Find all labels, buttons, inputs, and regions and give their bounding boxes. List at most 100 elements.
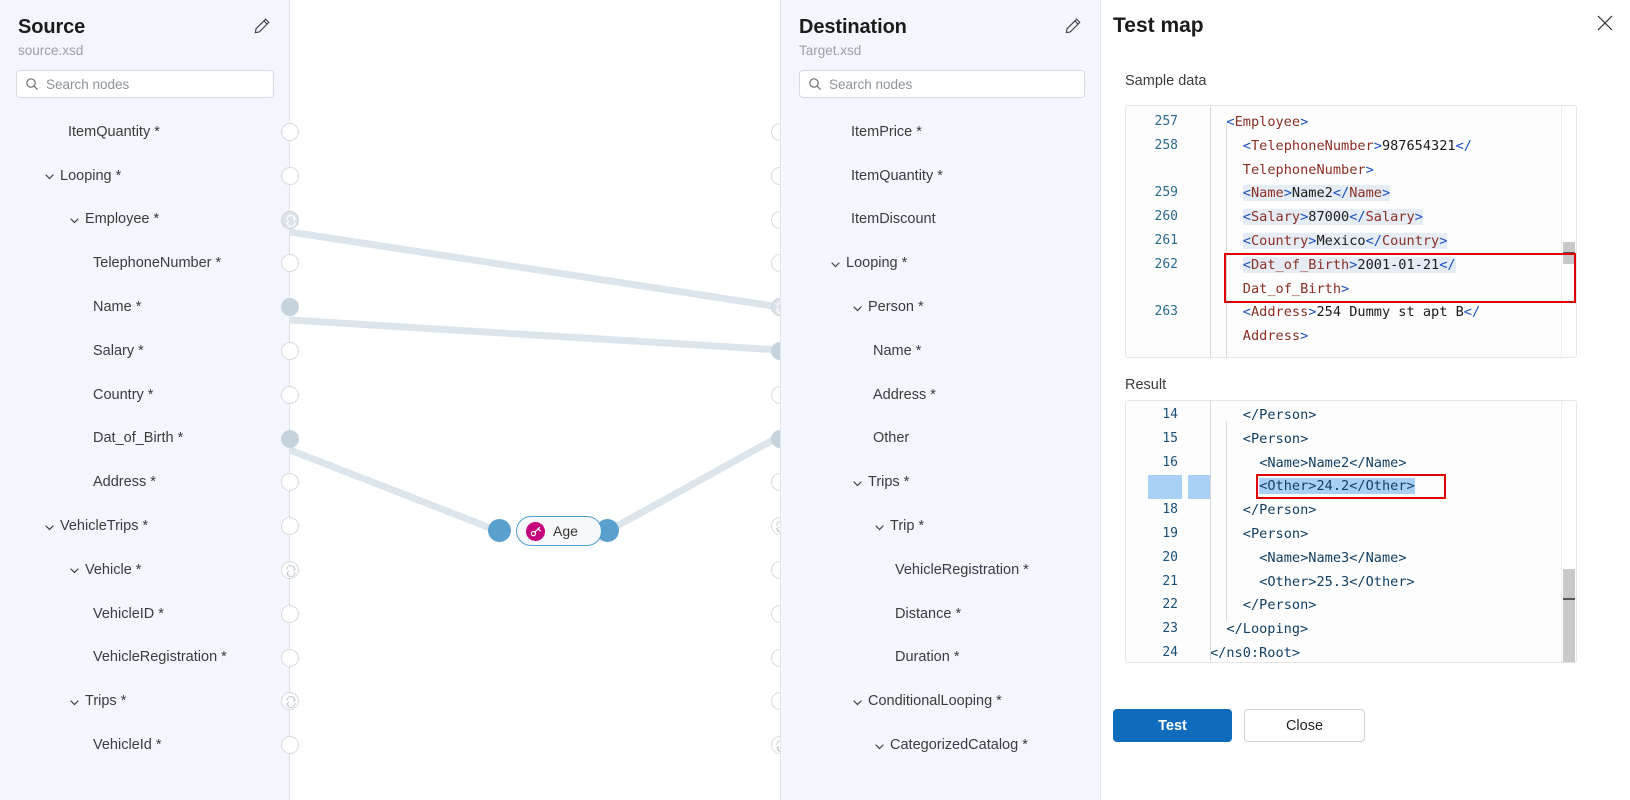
tree-node-row[interactable]: Person * (781, 285, 1101, 329)
tree-node-label: Name * (873, 342, 922, 359)
source-search-input[interactable]: Search nodes (16, 70, 274, 98)
tree-node-row[interactable]: Duration * (781, 636, 1101, 680)
tree-node-row[interactable]: ItemQuantity * (0, 110, 290, 154)
result-scrollbar-thumb[interactable] (1563, 569, 1575, 662)
chevron-down-icon[interactable] (829, 258, 842, 271)
tree-node-row[interactable]: VehicleId * (0, 723, 290, 767)
code-line: <Employee> (1226, 114, 1309, 130)
tree-node-row[interactable]: Country * (0, 373, 290, 417)
tree-node-row[interactable]: Other (781, 417, 1101, 461)
tree-node-row[interactable]: VehicleTrips * (0, 504, 290, 548)
destination-schema-panel: Destination Target.xsd Search nodes Item… (780, 0, 1101, 800)
tree-node-row[interactable]: Looping * (781, 241, 1101, 285)
chevron-down-icon[interactable] (68, 564, 81, 577)
tree-node-label: Duration * (895, 649, 960, 666)
tree-node-row[interactable]: Address * (781, 373, 1101, 417)
connector-handle[interactable] (281, 648, 299, 667)
tree-node-row[interactable]: Vehicle * (0, 548, 290, 592)
tree-node-row[interactable]: Trip * (781, 504, 1101, 548)
sample-data-label: Sample data (1125, 73, 1207, 89)
sample-scrollbar-thumb[interactable] (1563, 242, 1575, 264)
tree-node-row[interactable]: ItemQuantity * (781, 154, 1101, 198)
connector-handle[interactable] (281, 736, 299, 755)
line-number: 260 (1154, 209, 1178, 225)
function-node-age[interactable]: Age (516, 516, 602, 546)
tree-node-label: VehicleRegistration * (93, 649, 227, 666)
tree-node-row[interactable]: CategorizedCatalog * (781, 723, 1101, 767)
test-button[interactable]: Test (1113, 709, 1232, 742)
destination-search-input[interactable]: Search nodes (799, 70, 1085, 98)
pencil-icon[interactable] (1063, 16, 1083, 36)
chevron-down-icon[interactable] (43, 521, 56, 534)
tree-node-row[interactable]: VehicleRegistration * (781, 548, 1101, 592)
close-icon[interactable] (1594, 12, 1616, 34)
chevron-down-icon[interactable] (68, 696, 81, 709)
tree-node-row[interactable]: Name * (781, 329, 1101, 373)
tree-node-row[interactable]: Employee * (0, 198, 290, 242)
connector-handle[interactable] (281, 517, 299, 536)
chevron-down-icon[interactable] (851, 477, 864, 490)
connector-handle[interactable] (281, 210, 299, 229)
tree-node-row[interactable]: Name * (0, 285, 290, 329)
connector-handle[interactable] (281, 429, 299, 448)
sample-scrollbar[interactable] (1561, 106, 1576, 357)
chevron-down-icon[interactable] (873, 521, 886, 534)
chevron-down-icon[interactable] (851, 302, 864, 315)
chevron-down-icon[interactable] (43, 170, 56, 183)
tree-node-label: Trips * (868, 474, 910, 491)
source-schema-panel: Source source.xsd Search nodes ItemQuant… (0, 0, 290, 800)
connector-handle[interactable] (281, 473, 299, 492)
pencil-icon[interactable] (252, 16, 272, 36)
tree-node-row[interactable]: Address * (0, 460, 290, 504)
tree-node-row[interactable]: Dat_of_Birth * (0, 417, 290, 461)
source-file-name: source.xsd (18, 43, 84, 58)
tree-node-label: ItemQuantity * (851, 167, 943, 184)
tree-node-row[interactable]: ItemDiscount (781, 198, 1101, 242)
connector-handle[interactable] (281, 254, 299, 273)
mapping-canvas[interactable] (290, 0, 780, 800)
connector-handle[interactable] (281, 166, 299, 185)
tree-node-row[interactable]: ConditionalLooping * (781, 679, 1101, 723)
tree-node-row[interactable]: TelephoneNumber * (0, 241, 290, 285)
tree-node-label: VehicleID * (93, 605, 164, 622)
tree-node-label: Trip * (890, 518, 925, 535)
connector-handle[interactable] (281, 298, 299, 317)
code-line: </Person> (1242, 407, 1317, 423)
selected-line-gutter (1148, 475, 1182, 500)
connector-handle[interactable] (281, 122, 299, 141)
line-number: 18 (1162, 502, 1178, 518)
tree-node-row[interactable]: Salary * (0, 329, 290, 373)
line-number: 261 (1154, 233, 1178, 248)
result-editor[interactable]: 1415161718192021222324 </Person><Person>… (1125, 400, 1577, 663)
tree-node-row[interactable]: Distance * (781, 592, 1101, 636)
connector-handle[interactable] (281, 560, 299, 579)
tree-node-label: VehicleId * (93, 737, 162, 754)
code-line: </Person> (1242, 502, 1317, 519)
tree-node-row[interactable]: Looping * (0, 154, 290, 198)
tree-node-row[interactable]: Trips * (781, 460, 1101, 504)
code-line: </ns0:Root> (1210, 645, 1301, 661)
connector-handle[interactable] (281, 341, 299, 360)
function-output-handle[interactable] (596, 519, 619, 542)
selected-line-gutter (1188, 475, 1210, 500)
line-number: 15 (1162, 430, 1178, 446)
connector-handle[interactable] (281, 604, 299, 623)
line-number: 258 (1154, 137, 1178, 153)
cancel-button[interactable]: Close (1244, 709, 1365, 742)
result-scrollbar[interactable] (1561, 401, 1576, 662)
line-number: 22 (1162, 597, 1178, 613)
tree-node-row[interactable]: VehicleRegistration * (0, 636, 290, 680)
chevron-down-icon[interactable] (851, 696, 864, 709)
chevron-down-icon[interactable] (68, 214, 81, 227)
tree-node-row[interactable]: ItemPrice * (781, 110, 1101, 154)
source-node-tree: ItemQuantity *Looping *Employee *Telepho… (0, 110, 290, 767)
function-input-handle[interactable] (488, 519, 511, 542)
connector-handle[interactable] (281, 385, 299, 404)
line-number: 24 (1162, 645, 1178, 660)
chevron-down-icon[interactable] (873, 740, 886, 753)
tree-node-row[interactable]: Trips * (0, 679, 290, 723)
tree-node-row[interactable]: VehicleID * (0, 592, 290, 636)
connector-handle[interactable] (281, 692, 299, 711)
